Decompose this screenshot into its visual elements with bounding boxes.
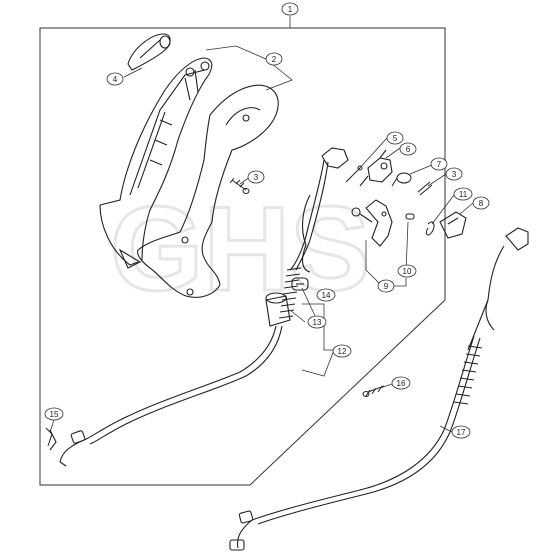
part-3-screw-b <box>417 181 433 196</box>
callout-15: 15 <box>44 407 64 421</box>
part-handle-housing-left <box>99 57 213 269</box>
callout-4: 4 <box>106 72 124 86</box>
callout-3b: 3 <box>445 167 463 181</box>
callout-11-label: 11 <box>459 190 468 199</box>
callout-7: 7 <box>430 157 448 171</box>
callout-3a: 3 <box>247 170 265 184</box>
callout-13-label: 13 <box>313 318 322 327</box>
callout-9: 9 <box>377 279 395 293</box>
callout-10-label: 10 <box>403 267 412 276</box>
callout-15-label: 15 <box>50 410 59 419</box>
callout-2-label: 2 <box>272 55 277 64</box>
leader-lines <box>49 45 474 433</box>
part-handle-housing-right <box>137 84 279 298</box>
part-7-spring <box>391 172 412 187</box>
callout-8-label: 8 <box>479 199 484 208</box>
callout-5: 5 <box>386 131 404 145</box>
part-13-boot <box>265 292 291 327</box>
callout-17-label: 17 <box>457 428 466 437</box>
callout-1: 1 <box>281 2 299 16</box>
part-14-grommet <box>291 277 309 291</box>
coil-lower <box>453 345 483 405</box>
cable-lower-left <box>49 325 283 467</box>
part-3-screw-a <box>229 177 250 194</box>
part-4-clip <box>127 33 171 71</box>
callout-11: 11 <box>453 187 473 201</box>
callout-16-label: 16 <box>397 379 406 388</box>
callout-13: 13 <box>307 315 327 329</box>
callout-17: 17 <box>451 425 471 439</box>
callout-14: 14 <box>316 288 336 302</box>
assembly-frame <box>39 27 446 486</box>
callout-3a-label: 3 <box>254 173 259 182</box>
callout-6: 6 <box>399 142 417 156</box>
part-8-bracket <box>439 211 467 239</box>
part-18-cable <box>229 227 529 551</box>
part-10-spring <box>405 213 415 220</box>
part-5-pin <box>345 165 363 183</box>
part-11-clip <box>425 221 435 236</box>
callout-14-label: 14 <box>322 291 331 300</box>
callout-8: 8 <box>472 196 490 210</box>
callout-2: 2 <box>265 52 283 66</box>
part-6-switch <box>359 149 393 187</box>
callout-12-label: 12 <box>338 347 347 356</box>
part-9-lever <box>351 199 393 247</box>
callout-16: 16 <box>391 376 411 390</box>
callout-9-label: 9 <box>384 282 389 291</box>
callout-10: 10 <box>397 264 417 278</box>
callout-3b-label: 3 <box>452 170 457 179</box>
callout-6-label: 6 <box>406 145 411 154</box>
callout-5-label: 5 <box>393 134 398 143</box>
callout-7-label: 7 <box>437 160 442 169</box>
callout-12: 12 <box>332 344 352 358</box>
callout-4-label: 4 <box>113 75 118 84</box>
cable-12-left <box>289 147 349 273</box>
callout-1-label: 1 <box>288 5 293 14</box>
part-17-screw <box>362 385 385 397</box>
part-16-terminal <box>45 427 53 447</box>
